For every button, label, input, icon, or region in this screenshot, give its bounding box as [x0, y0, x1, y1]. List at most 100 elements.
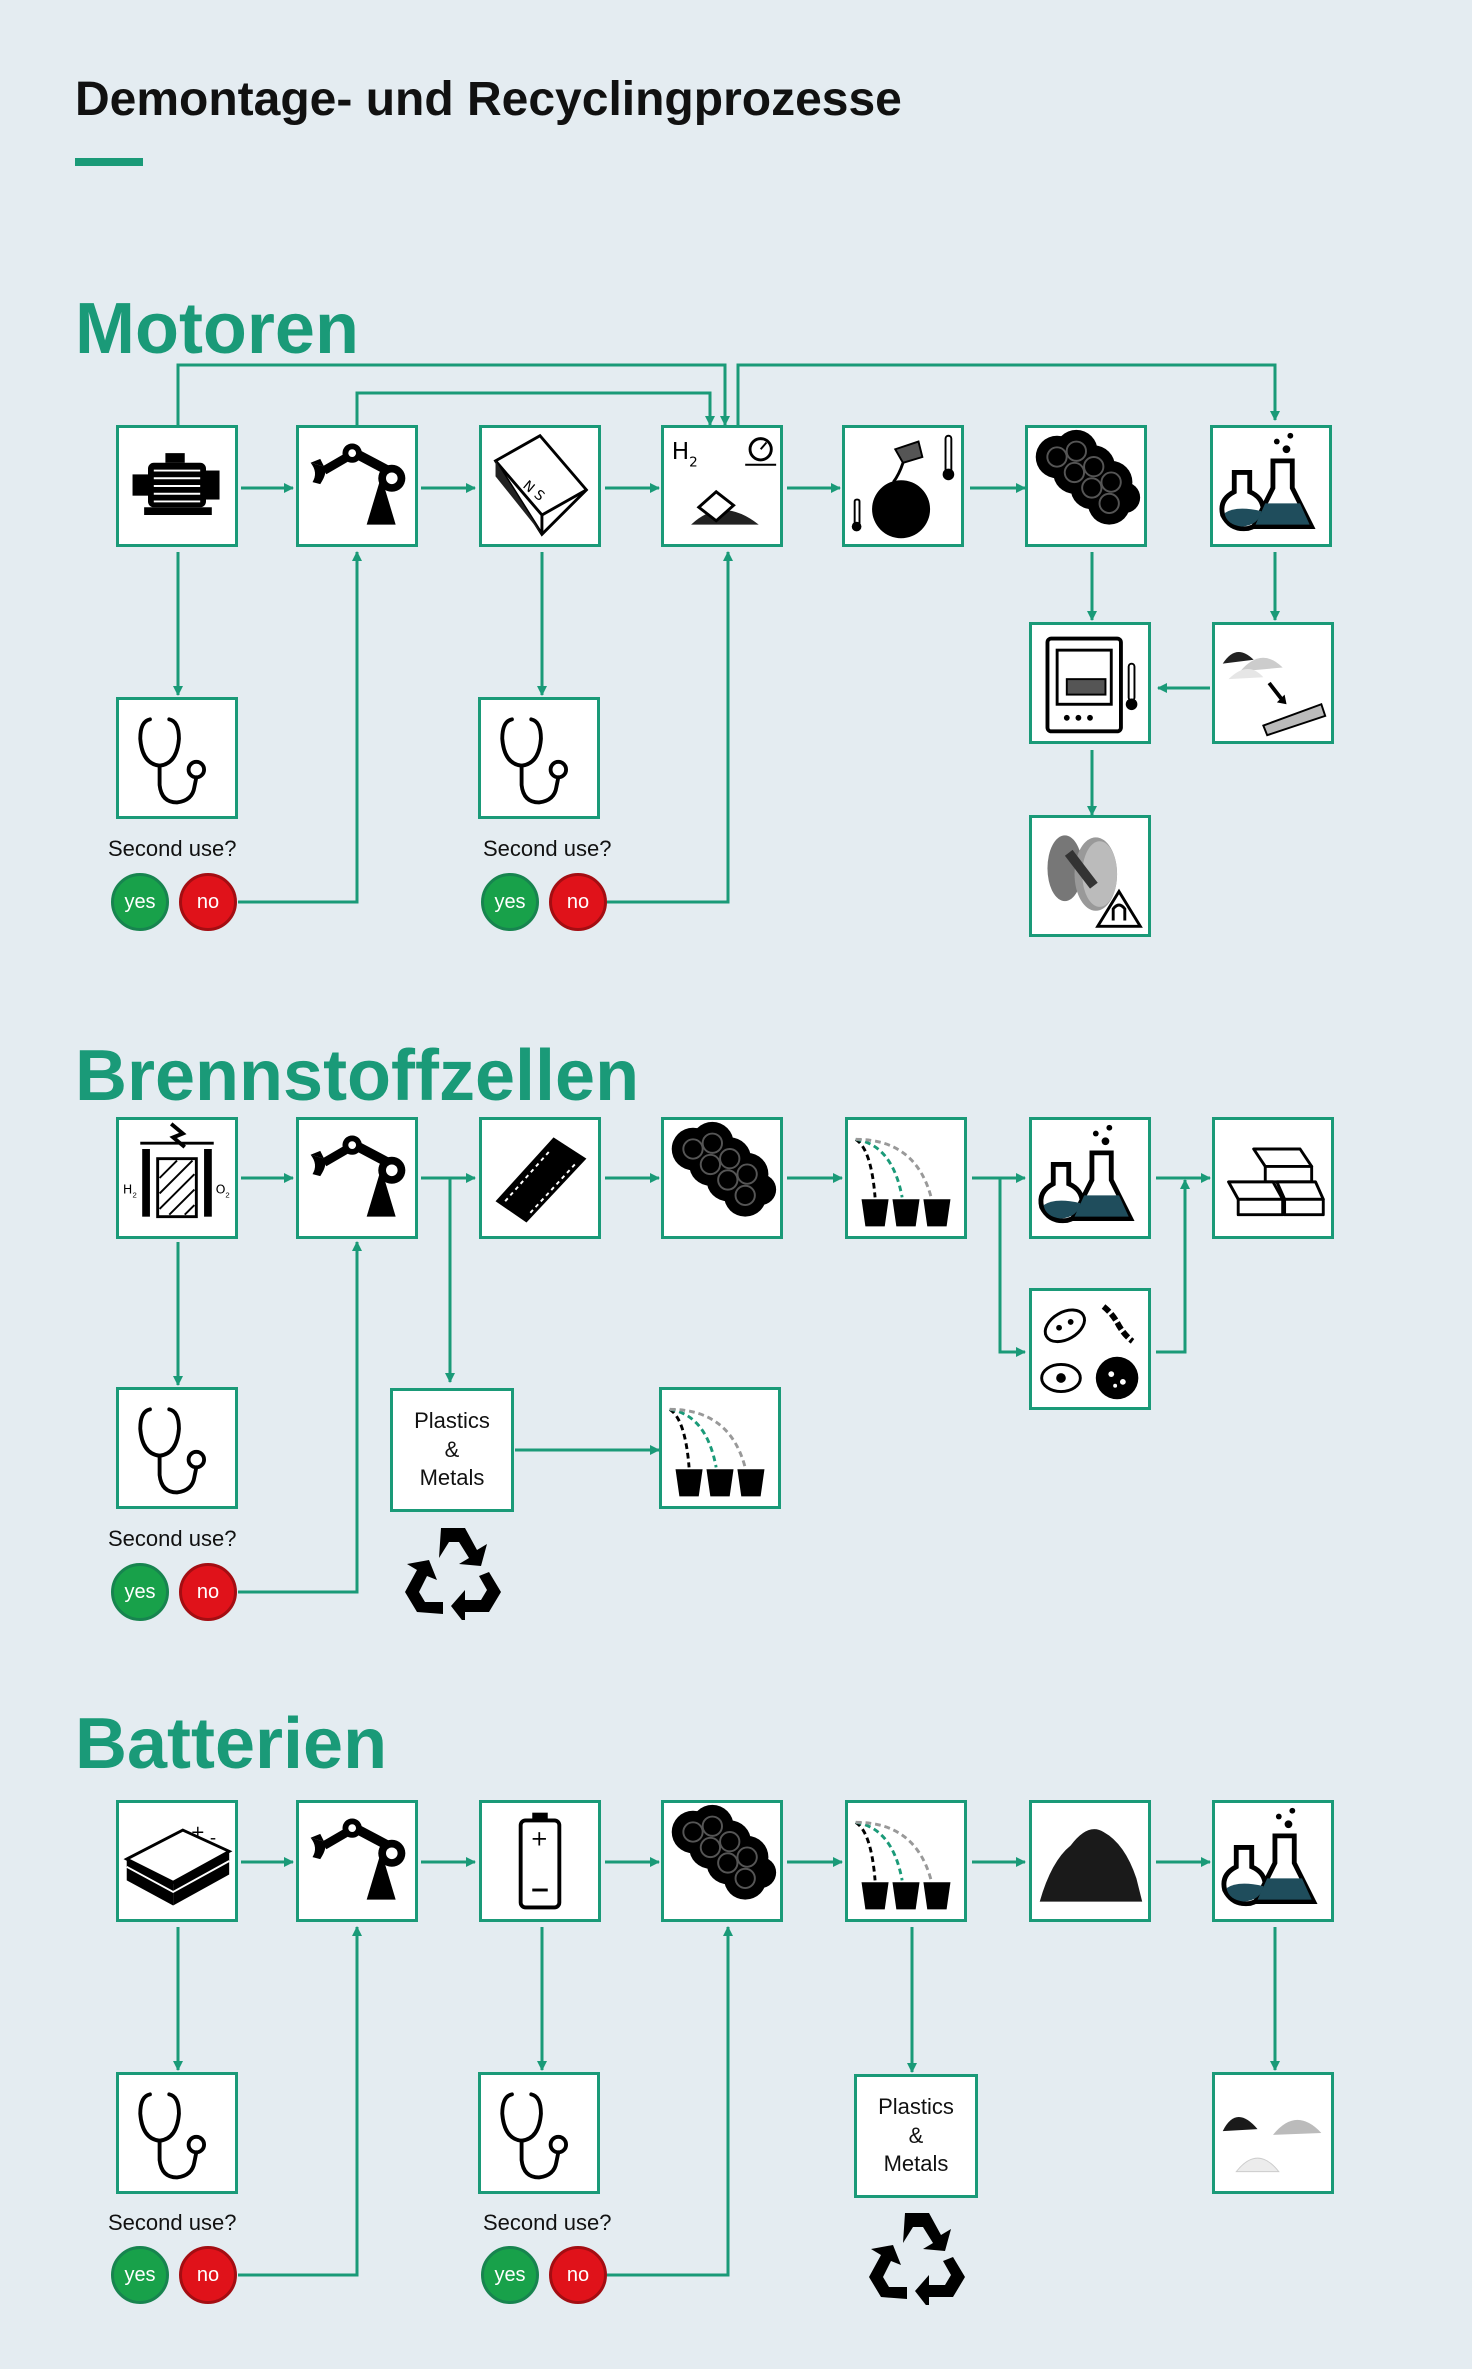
no-button[interactable]: no [179, 2246, 237, 2304]
gold-bars-step [1212, 1117, 1334, 1239]
ampersand-label: & [908, 2122, 924, 2148]
recycle-icon [405, 1528, 501, 1620]
inspection-step [116, 1387, 238, 1509]
sorting-icon [848, 1120, 964, 1236]
inspection-step [478, 2072, 600, 2194]
gold-bars-icon [1227, 1147, 1325, 1217]
plastics-metals-box: Plastics & Metals [854, 2074, 978, 2198]
stethoscope-icon [119, 1390, 235, 1506]
furnace-icon [851, 434, 955, 539]
stethoscope-icon [481, 700, 597, 816]
grinding-step [661, 1117, 783, 1239]
inspection-step [116, 697, 238, 819]
robot-step [296, 1117, 418, 1239]
battery-cell-icon: + [518, 1812, 562, 1910]
motor-icon [132, 453, 220, 515]
inspection-step [116, 2072, 238, 2194]
grinding-step [1025, 425, 1147, 547]
yes-button[interactable]: yes [481, 2246, 539, 2304]
grinding-step [661, 1800, 783, 1922]
bacteria-icon [1040, 1304, 1139, 1400]
no-button[interactable]: no [179, 1563, 237, 1621]
hydrogen-decrepitation-icon: H 2 [672, 437, 777, 525]
stethoscope-icon [481, 2075, 597, 2191]
svg-text:2: 2 [689, 455, 698, 471]
powder-pressing-icon [1222, 651, 1327, 737]
page-title: Demontage- und Recyclingprozesse [75, 73, 902, 126]
robot-arm-icon [299, 1120, 415, 1236]
motor-step [116, 425, 238, 547]
oven-step [1029, 622, 1151, 744]
metals-label: Metals [883, 2151, 949, 2177]
black-mass-step [1029, 1800, 1151, 1922]
chemistry-flasks-icon [1032, 1120, 1148, 1236]
chemistry-flasks-icon [1213, 428, 1329, 544]
svg-text:+: + [530, 1827, 548, 1852]
second-use-label: Second use? [108, 836, 237, 861]
powder-pressing-step [1212, 622, 1334, 744]
stethoscope-icon [119, 2075, 235, 2191]
magnet-block-icon: N S [493, 433, 589, 537]
sorting-icon [662, 1390, 778, 1506]
robot-arm-icon [299, 1803, 415, 1919]
plastics-metals-box: Plastics & Metals [390, 1388, 514, 1512]
sorting-step [845, 1117, 967, 1239]
svg-text:O: O [216, 1181, 226, 1196]
title-underline [75, 158, 143, 166]
grinding-rollers-icon [664, 1120, 780, 1236]
stethoscope-icon [119, 700, 235, 816]
chemistry-step [1029, 1117, 1151, 1239]
battery-pack-icon: + - [123, 1823, 233, 1906]
sorting-icon [848, 1803, 964, 1919]
furnace-step [842, 425, 964, 547]
yes-button[interactable]: yes [111, 1563, 169, 1621]
sorting-step [659, 1387, 781, 1509]
no-button[interactable]: no [549, 873, 607, 931]
oven-icon [1045, 636, 1138, 734]
svg-text:2: 2 [225, 1190, 229, 1199]
svg-text:+: + [191, 1823, 206, 1843]
metals-label: Metals [419, 1465, 485, 1491]
svg-text:H: H [123, 1181, 132, 1196]
inspection-step [478, 697, 600, 819]
plastics-label: Plastics [878, 2094, 954, 2120]
sintered-magnet-icon [1047, 835, 1143, 928]
yes-button[interactable]: yes [481, 873, 539, 931]
plastics-label: Plastics [414, 1408, 490, 1434]
second-use-label: Second use? [108, 2210, 237, 2235]
magnet-block-step: N S [479, 425, 601, 547]
yes-button[interactable]: yes [111, 2246, 169, 2304]
powders-step [1212, 2072, 1334, 2194]
bioleaching-step [1029, 1288, 1151, 1410]
section-heading-motoren: Motoren [75, 289, 359, 369]
svg-text:2: 2 [133, 1190, 137, 1199]
chemistry-step [1212, 1800, 1334, 1922]
second-use-label: Second use? [483, 836, 612, 861]
battery-cell-step: + [479, 1800, 601, 1922]
no-button[interactable]: no [179, 873, 237, 931]
recycle-icon [869, 2213, 965, 2305]
yes-button[interactable]: yes [111, 873, 169, 931]
section-heading-brennstoffzellen: Brennstoffzellen [75, 1036, 640, 1116]
robot-step [296, 425, 418, 547]
black-mass-icon [1039, 1829, 1143, 1902]
svg-text:-: - [210, 1829, 216, 1849]
battery-pack-step: + - [116, 1800, 238, 1922]
robot-step [296, 1800, 418, 1922]
section-heading-batterien: Batterien [75, 1704, 388, 1784]
second-use-label: Second use? [483, 2210, 612, 2235]
robot-arm-icon [299, 428, 415, 544]
svg-text:H: H [672, 438, 689, 465]
hydrogen-step: H 2 [661, 425, 783, 547]
grinding-rollers-icon [664, 1803, 780, 1919]
chemistry-flasks-icon [1215, 1803, 1331, 1919]
sorting-step [845, 1800, 967, 1922]
no-button[interactable]: no [549, 2246, 607, 2304]
powders-icon [1222, 2117, 1322, 2173]
chemistry-step [1210, 425, 1332, 547]
second-use-label: Second use? [108, 1526, 237, 1551]
membrane-step [479, 1117, 601, 1239]
grinding-rollers-icon [1028, 428, 1144, 544]
